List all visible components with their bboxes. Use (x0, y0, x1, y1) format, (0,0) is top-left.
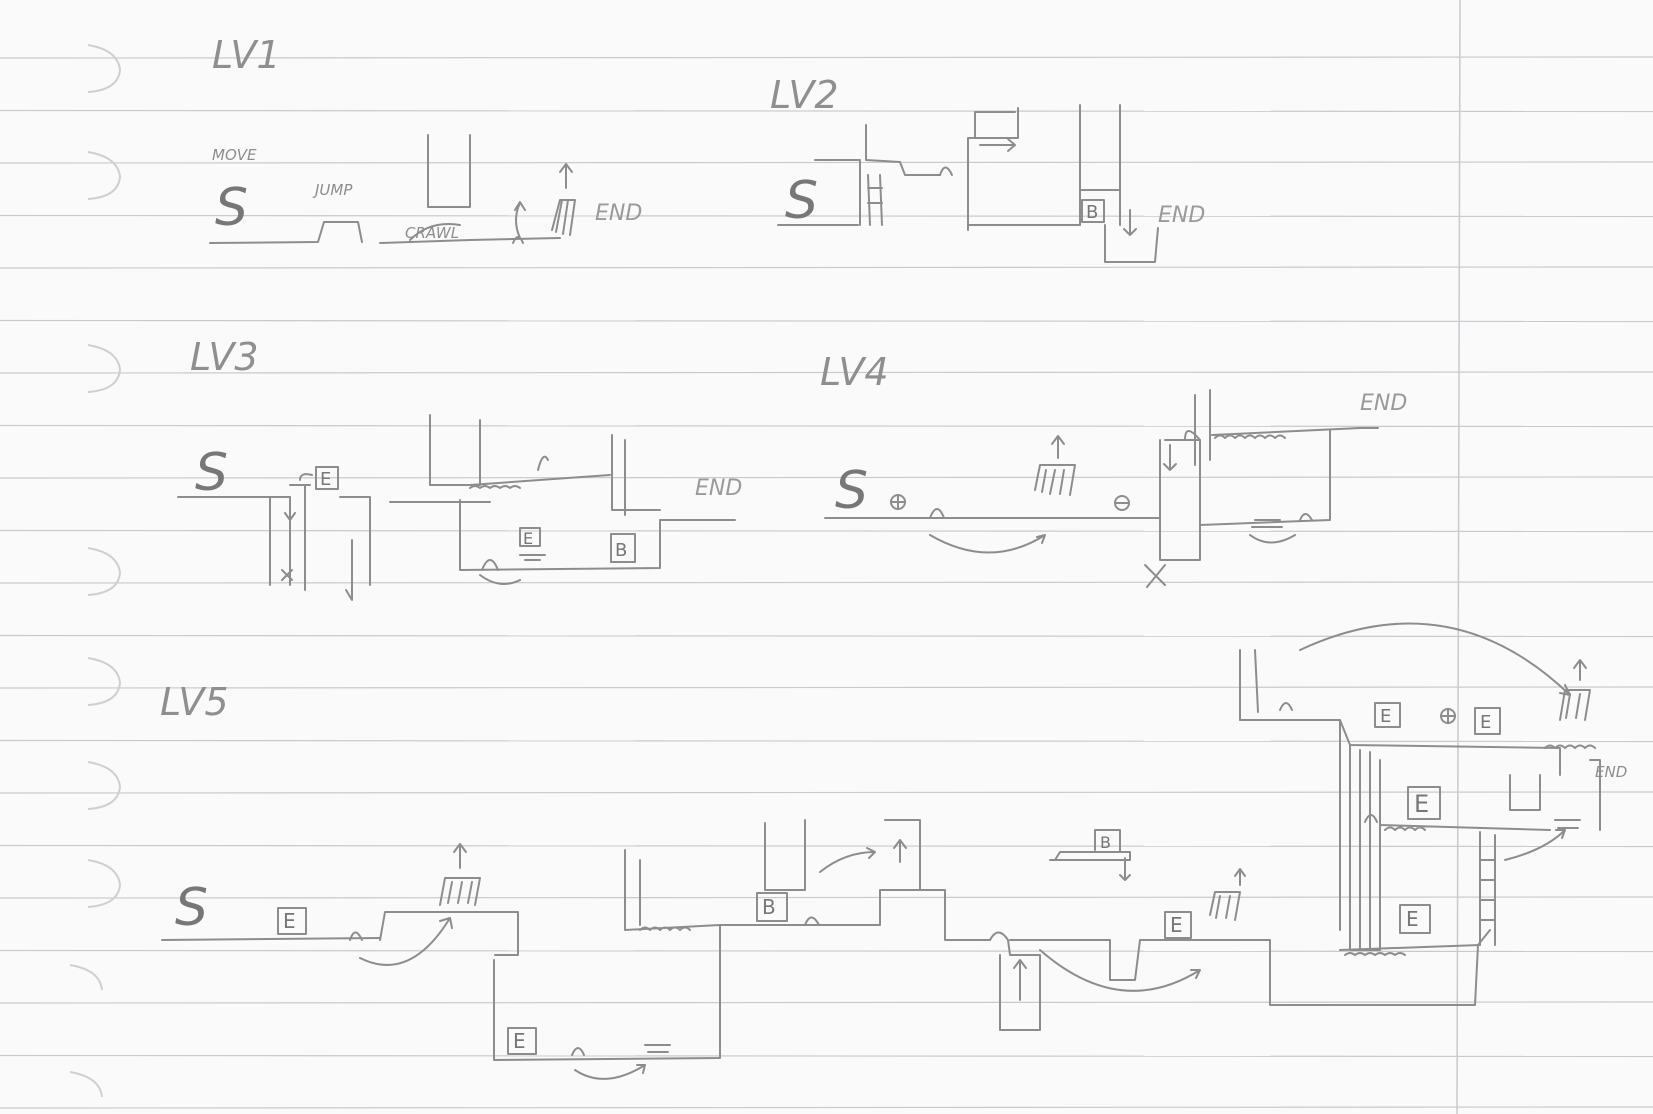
level-4-start: S (835, 461, 868, 521)
level-5-enemy-3: E (1170, 913, 1183, 937)
level-3-block: B (615, 540, 627, 561)
ruled-line (0, 951, 1653, 952)
crawl-label: CRAWL (405, 224, 459, 242)
ruled-line (0, 1002, 1653, 1003)
level-3-enemy-2: E (523, 529, 533, 548)
ruled-line (0, 846, 1653, 847)
level-5-enemy-7: E (1406, 907, 1419, 931)
level-2-block: B (1086, 202, 1098, 223)
level-5-start: S (175, 878, 208, 938)
level-1-start: S (215, 178, 248, 238)
ruled-line (0, 897, 1653, 898)
level-2-sketch (778, 105, 1158, 262)
ruled-line (0, 741, 1653, 742)
ruled-line (0, 1107, 1653, 1108)
level-2-title: LV2 (770, 73, 839, 117)
ruled-line (0, 321, 1653, 322)
level-3-sketch (178, 415, 735, 600)
level-4-sketch (825, 390, 1378, 587)
level-1-end: END (595, 201, 642, 226)
ruled-line (0, 477, 1653, 478)
ruled-line (0, 267, 1653, 268)
ruled-line (0, 636, 1653, 637)
level-3-enemy-1: E (320, 469, 331, 490)
level-4-end: END (1360, 391, 1407, 416)
level-5-enemy-6: E (1414, 790, 1429, 818)
level-5-sketch (162, 624, 1600, 1079)
level-5-enemy-4: E (1380, 706, 1391, 727)
level-1-title: LV1 (212, 33, 281, 77)
level-5-block-2: B (1100, 833, 1111, 852)
level-2-end: END (1158, 203, 1205, 228)
ruled-line (0, 582, 1653, 583)
binder-holes (70, 45, 120, 1097)
level-1-sketch (210, 135, 575, 243)
level-4-title: LV4 (820, 350, 889, 394)
level-5-end: END (1595, 763, 1627, 781)
ruled-line (0, 792, 1653, 793)
ruled-line (0, 687, 1653, 688)
level-3-end: END (695, 476, 742, 501)
level-5-enemy-2: E (513, 1029, 526, 1053)
level-3-title: LV3 (190, 335, 259, 379)
level-5-block-1: B (762, 895, 776, 919)
margin-line (1457, 0, 1460, 1114)
jump-label: JUMP (312, 181, 353, 199)
ruled-line (0, 531, 1653, 532)
level-5-enemy-5: E (1480, 712, 1491, 733)
ruled-line (0, 426, 1653, 427)
level-3-start: S (195, 443, 228, 503)
move-label: MOVE (212, 146, 257, 164)
level-2-start: S (785, 171, 818, 231)
level-5-enemy-1: E (283, 909, 296, 933)
level-5-title: LV5 (160, 680, 229, 724)
ruled-line (0, 1056, 1653, 1057)
